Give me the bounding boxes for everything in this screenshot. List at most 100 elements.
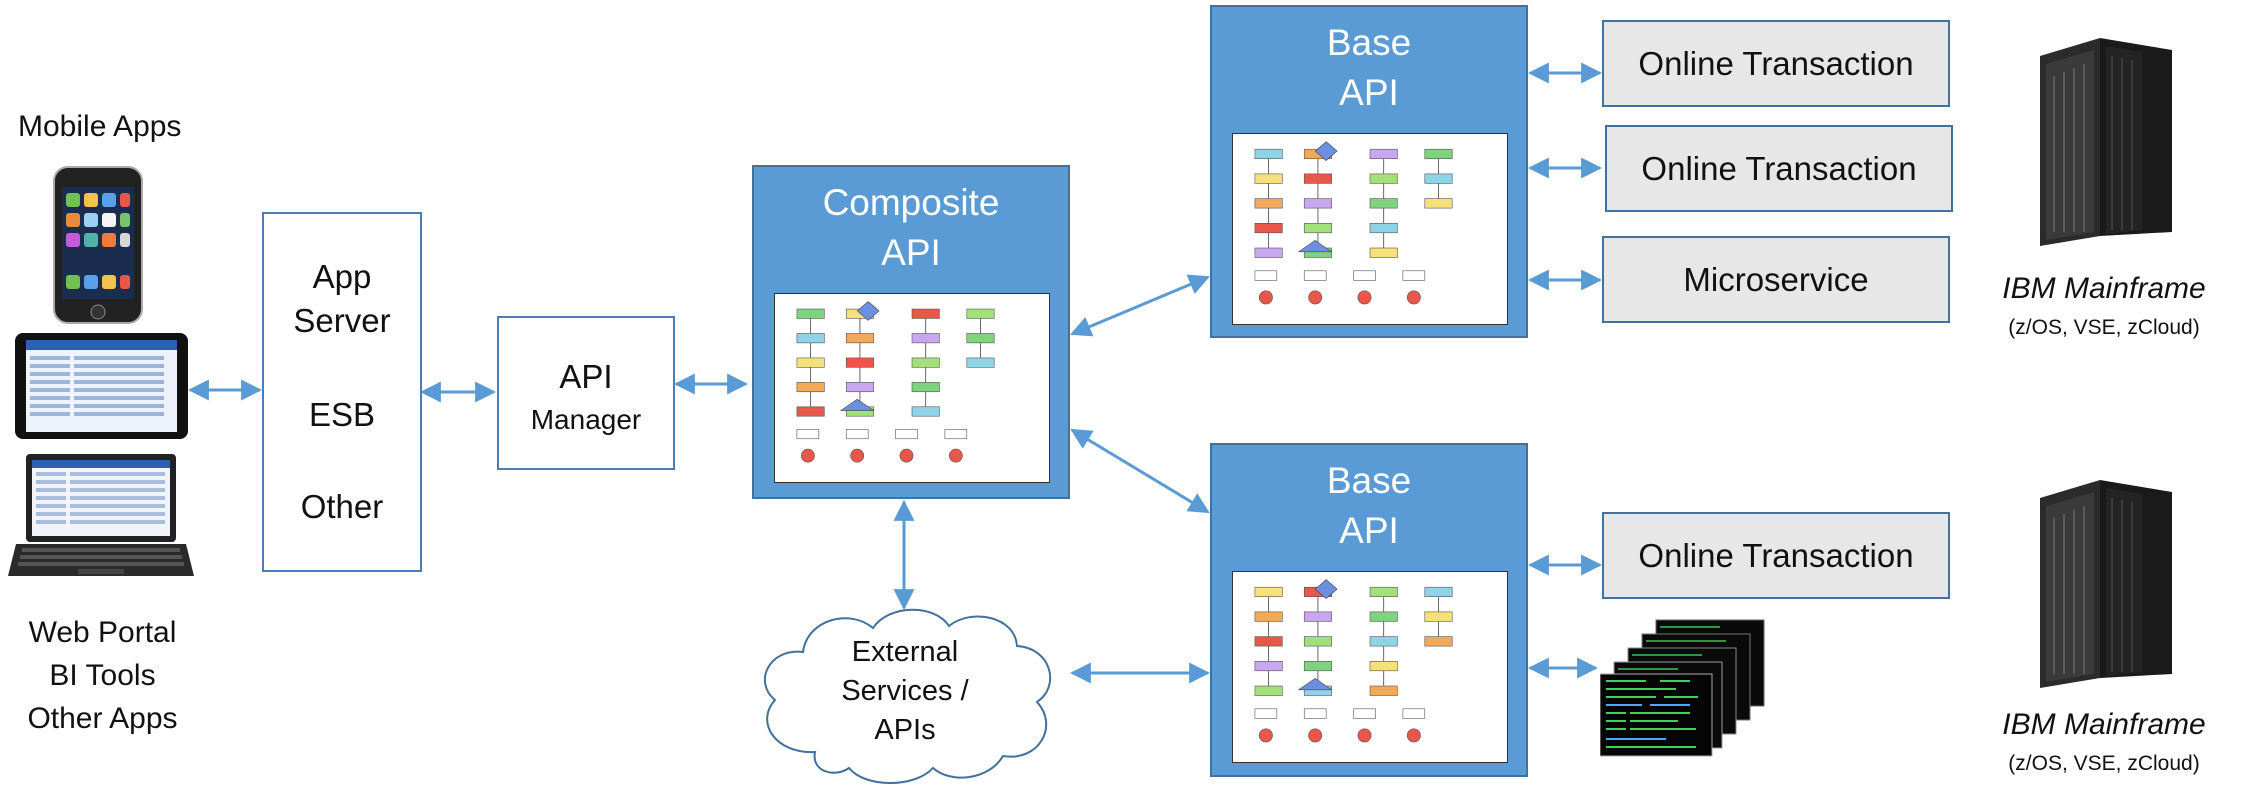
composite-flowchart xyxy=(774,293,1050,483)
flow-end xyxy=(1308,290,1323,305)
flow-node xyxy=(911,357,940,368)
flow-node xyxy=(1254,148,1283,159)
base-bottom-flowchart xyxy=(1232,571,1508,763)
flow-node xyxy=(1254,586,1283,597)
flow-end xyxy=(1357,728,1372,743)
microservice-box: Microservice xyxy=(1602,236,1950,323)
flow-node xyxy=(1254,685,1283,696)
flow-node xyxy=(1254,636,1283,647)
flow-end xyxy=(1308,728,1323,743)
api-manager-title: API xyxy=(559,358,613,395)
external-line1: External xyxy=(851,636,959,668)
flow-node xyxy=(966,333,995,344)
flow-node xyxy=(1303,173,1332,184)
base-api-bottom-box: Base API xyxy=(1210,443,1528,777)
flow-node xyxy=(1369,223,1398,234)
flow-decision xyxy=(1314,579,1338,599)
flow-decision xyxy=(856,301,880,321)
mainframe-top-name: IBM Mainframe xyxy=(2002,272,2206,305)
flow-node xyxy=(1303,223,1332,234)
flow-node xyxy=(1303,636,1332,647)
api-manager-box: API Manager xyxy=(497,316,675,470)
web-portal-label: Web Portal xyxy=(28,616,177,649)
flow-node xyxy=(796,357,825,368)
mobile-apps-label: Mobile Apps xyxy=(18,110,182,143)
flow-node xyxy=(796,308,825,319)
flow-node xyxy=(911,333,940,344)
flow-node xyxy=(1303,270,1327,281)
flow-node xyxy=(1369,611,1398,622)
api-manager-subtitle: Manager xyxy=(530,404,642,435)
flow-node xyxy=(1424,173,1453,184)
mainframe-bottom-detail: (z/OS, VSE, zCloud) xyxy=(2008,752,2200,775)
flow-node xyxy=(1303,198,1332,209)
flow-node xyxy=(1369,586,1398,597)
flow-end xyxy=(1406,290,1421,305)
flow-node xyxy=(966,308,995,319)
tablet-icon xyxy=(14,332,189,440)
flow-node xyxy=(1369,173,1398,184)
flow-end xyxy=(850,448,865,463)
mainframe-top-detail: (z/OS, VSE, zCloud) xyxy=(2008,316,2200,339)
flow-node xyxy=(911,382,940,393)
flow-node xyxy=(845,333,874,344)
flowchart-thumbnail xyxy=(1254,579,1453,743)
base-top-title: Base xyxy=(1326,22,1412,63)
flow-end xyxy=(948,448,963,463)
bi-tools-label: BI Tools xyxy=(49,659,156,692)
base-bottom-title: Base xyxy=(1326,460,1412,501)
flow-node xyxy=(1369,685,1398,696)
flow-node xyxy=(1369,148,1398,159)
flow-node xyxy=(1254,223,1283,234)
flow-node xyxy=(1424,611,1453,622)
external-line3: APIs xyxy=(874,714,936,746)
flow-node xyxy=(1353,708,1376,719)
composite-api-box: Composite API xyxy=(752,165,1070,499)
laptop-icon xyxy=(8,452,194,582)
flow-node xyxy=(796,382,825,393)
flow-node xyxy=(796,429,820,440)
flow-node xyxy=(944,429,968,440)
flow-node xyxy=(1424,198,1453,209)
middleware-box: App Server ESB Other xyxy=(262,212,422,572)
flow-node xyxy=(895,429,918,440)
flow-node xyxy=(1254,611,1283,622)
flow-node xyxy=(1254,708,1278,719)
flow-end xyxy=(1357,290,1372,305)
flow-end xyxy=(899,448,914,463)
flow-node xyxy=(1402,708,1426,719)
flow-merge xyxy=(1297,240,1333,253)
flow-node xyxy=(1254,173,1283,184)
flow-node xyxy=(1424,148,1453,159)
mainframe-bottom-icon xyxy=(2030,478,2182,690)
flow-node xyxy=(966,357,995,368)
other-apps-label: Other Apps xyxy=(27,702,178,735)
flow-node xyxy=(1369,247,1398,258)
composite-subtitle: API xyxy=(881,232,941,273)
base-top-flowchart xyxy=(1232,133,1508,325)
flow-node xyxy=(845,357,874,368)
base-top-subtitle: API xyxy=(1339,72,1399,113)
other-label: Other xyxy=(300,488,384,525)
arrow-composite-basebottom xyxy=(1070,428,1210,514)
external-services-cloud: External Services / APIs xyxy=(745,602,1065,786)
flowchart-thumbnail xyxy=(1254,141,1453,305)
flow-node xyxy=(1402,270,1426,281)
online-transaction-3: Online Transaction xyxy=(1602,512,1950,599)
flow-merge xyxy=(839,398,875,411)
flow-node xyxy=(1369,198,1398,209)
esb-label: ESB xyxy=(308,396,376,433)
flow-node xyxy=(1369,661,1398,672)
app-label: App xyxy=(312,258,372,295)
server-label: Server xyxy=(293,302,391,339)
flow-decision xyxy=(1314,141,1338,161)
base-bottom-subtitle: API xyxy=(1339,510,1399,551)
base-api-top-box: Base API xyxy=(1210,5,1528,338)
mainframe-top-icon xyxy=(2030,36,2182,248)
flow-node xyxy=(1254,247,1283,258)
arrow-composite-basetop xyxy=(1070,274,1210,337)
smartphone-icon xyxy=(52,165,144,325)
flow-node xyxy=(911,308,940,319)
terminal-screens-icon xyxy=(1600,616,1766,758)
